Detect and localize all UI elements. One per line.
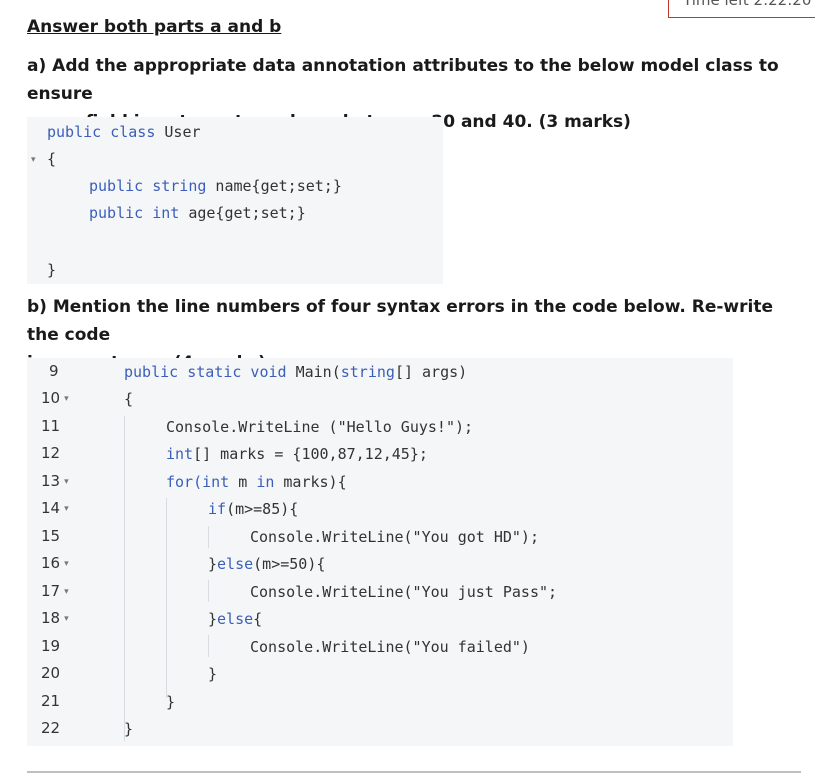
divider bbox=[27, 771, 801, 773]
code-b-line-10: { bbox=[124, 390, 134, 408]
line-number: 20 bbox=[41, 664, 61, 682]
code-text: m bbox=[229, 473, 257, 491]
code-b-line-22: } bbox=[124, 720, 134, 738]
line-number: 14▾ bbox=[41, 499, 69, 517]
keyword: string bbox=[152, 177, 207, 195]
code-text: } bbox=[208, 610, 218, 628]
fold-arrow-icon[interactable]: ▾ bbox=[64, 587, 69, 597]
line-number: 15 bbox=[41, 527, 61, 545]
code-text: [] args) bbox=[394, 363, 468, 381]
code-block-a: public class User ▾ { public string name… bbox=[27, 117, 443, 284]
code-b-line-12: int[] marks = {100,87,12,45}; bbox=[166, 443, 428, 465]
code-a-line-5: } bbox=[47, 261, 57, 279]
code-b-line-9: public static void Main(string[] args) bbox=[124, 361, 467, 383]
code-text: { bbox=[253, 610, 263, 628]
keyword: public bbox=[89, 177, 144, 195]
code-b-line-19: Console.WriteLine("You failed") bbox=[250, 638, 530, 656]
keyword: int bbox=[152, 204, 180, 222]
fold-arrow-icon[interactable]: ▾ bbox=[31, 155, 36, 165]
line-number: 10▾ bbox=[41, 389, 69, 407]
indent-guide bbox=[124, 416, 125, 741]
code-a-line-1: public class User bbox=[47, 122, 201, 142]
code-b-line-15: Console.WriteLine("You got HD"); bbox=[250, 528, 539, 546]
keyword: else bbox=[217, 610, 254, 628]
time-left-indicator: Time left 2:22:20 bbox=[668, 0, 815, 18]
code-text: } bbox=[208, 555, 218, 573]
code-b-line-18: }else{ bbox=[208, 608, 262, 630]
code-text: (m>=50){ bbox=[253, 555, 326, 573]
line-number: 22 bbox=[41, 719, 61, 737]
indent-guide bbox=[208, 580, 209, 602]
line-number: 16▾ bbox=[41, 554, 69, 572]
indent-guide bbox=[208, 635, 209, 657]
code-text: name{get;set;} bbox=[206, 177, 342, 195]
code-b-line-13: for(int m in marks){ bbox=[166, 471, 347, 493]
keyword: public bbox=[89, 204, 144, 222]
code-b-line-17: Console.WriteLine("You just Pass"; bbox=[250, 583, 558, 601]
code-text: Main( bbox=[286, 363, 341, 381]
code-text: marks){ bbox=[274, 473, 347, 491]
code-b-line-16: }else(m>=50){ bbox=[208, 553, 325, 575]
keyword: public static void bbox=[124, 363, 287, 381]
code-text: (m>=85){ bbox=[226, 500, 299, 518]
line-number: 12 bbox=[41, 444, 61, 462]
code-a-line-4: public int age{get;set;} bbox=[89, 203, 306, 223]
keyword: int bbox=[166, 445, 194, 463]
fold-arrow-icon[interactable]: ▾ bbox=[64, 559, 69, 569]
line-number: 18▾ bbox=[41, 609, 69, 627]
code-a-line-3: public string name{get;set;} bbox=[89, 176, 342, 196]
code-b-line-11: Console.WriteLine ("Hello Guys!"); bbox=[166, 418, 474, 436]
keyword: for(int bbox=[166, 473, 230, 491]
indent-guide bbox=[166, 498, 167, 698]
line-number: 17▾ bbox=[41, 582, 69, 600]
code-a-line-2: { bbox=[47, 150, 57, 168]
code-block-b: 9 10▾ 11 12 13▾ 14▾ 15 16▾ 17▾ 18▾ 19 20… bbox=[27, 358, 733, 746]
question-b-line-1: b) Mention the line numbers of four synt… bbox=[27, 297, 773, 345]
fold-arrow-icon[interactable]: ▾ bbox=[64, 394, 69, 404]
indent-guide bbox=[208, 526, 209, 548]
code-b-line-20: } bbox=[208, 665, 218, 683]
code-text: [] marks = {100,87,12,45}; bbox=[193, 445, 428, 463]
keyword: else bbox=[217, 555, 254, 573]
line-number: 13▾ bbox=[41, 472, 69, 490]
line-number: 21 bbox=[41, 692, 61, 710]
keyword: string bbox=[340, 363, 395, 381]
line-number: 9 bbox=[49, 362, 59, 380]
question-a-line-1: a) Add the appropriate data annotation a… bbox=[27, 56, 779, 104]
code-b-line-14: if(m>=85){ bbox=[208, 498, 298, 520]
keyword: public class bbox=[47, 123, 156, 141]
fold-arrow-icon[interactable]: ▾ bbox=[64, 614, 69, 624]
code-text: age{get;set;} bbox=[179, 204, 306, 222]
keyword: in bbox=[256, 473, 275, 491]
keyword: if bbox=[208, 500, 227, 518]
fold-arrow-icon[interactable]: ▾ bbox=[64, 504, 69, 514]
instructions-heading: Answer both parts a and b bbox=[27, 17, 282, 37]
line-number: 11 bbox=[41, 417, 61, 435]
line-number: 19 bbox=[41, 637, 61, 655]
code-b-line-21: } bbox=[166, 693, 176, 711]
code-text: User bbox=[155, 123, 201, 141]
fold-arrow-icon[interactable]: ▾ bbox=[64, 477, 69, 487]
